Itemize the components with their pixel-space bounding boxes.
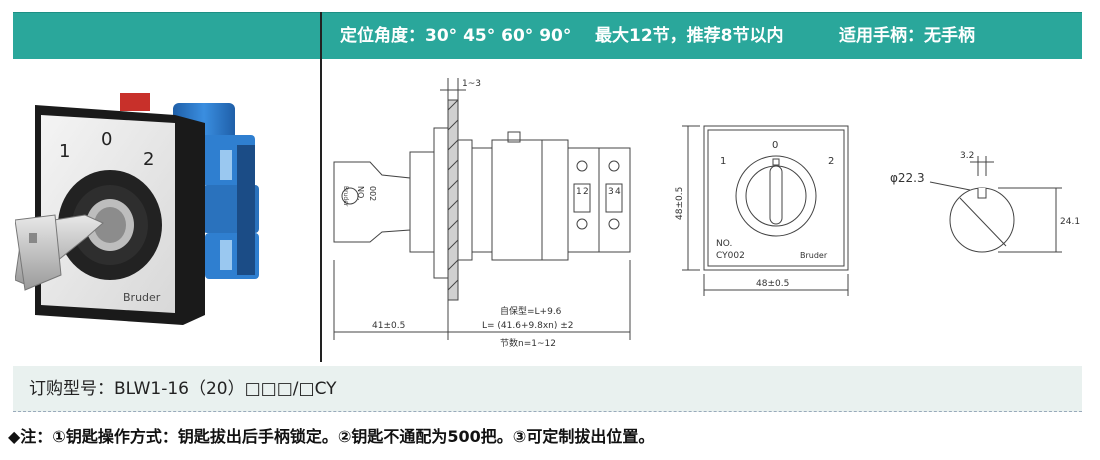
sections-spec: 最大12节，推荐8节以内 xyxy=(595,26,784,46)
front-width-dimension: 48±0.5 xyxy=(756,279,789,289)
front-view-face xyxy=(707,129,845,267)
header-bar: 定位角度：30° 45° 60° 90° 最大12节，推荐8节以内 适用手柄：无… xyxy=(13,12,1082,59)
front-label-2: 2 xyxy=(828,156,834,167)
mounting-panel xyxy=(447,99,459,301)
dimension-l96: 自保型=L+9.6 xyxy=(500,305,562,317)
front-view-knob xyxy=(735,155,817,237)
terminal-label-2: 2 xyxy=(583,187,589,197)
terminal-label-1: 1 xyxy=(576,187,582,197)
order-model: 订购型号：BLW1-16（20）□□□/□CY xyxy=(29,379,337,399)
position-label-0: 0 xyxy=(101,129,112,150)
cutout-height: 24.1 xyxy=(1060,217,1080,227)
terminal-label-3: 3 xyxy=(608,187,614,197)
front-height-dimension: 48±0.5 xyxy=(675,187,685,220)
cutout-diameter: φ22.3 xyxy=(890,171,925,185)
front-label-0: 0 xyxy=(772,140,778,151)
photo-brand: Bruder xyxy=(123,291,161,304)
dimension-l: L= (41.6+9.8xn) ±2 xyxy=(482,321,574,331)
terminal-label-4: 4 xyxy=(615,187,621,197)
cutout-notch: 3.2 xyxy=(960,151,974,161)
key-no: NO. xyxy=(356,186,365,201)
gap-dimension: 1~3 xyxy=(462,79,481,89)
dimension-41: 41±0.5 xyxy=(372,321,405,331)
key-code: 002 xyxy=(368,186,377,201)
key-icon xyxy=(15,214,104,291)
position-label-2: 2 xyxy=(143,149,154,170)
side-key xyxy=(333,161,411,243)
red-lever xyxy=(120,93,150,111)
angle-spec: 定位角度：30° 45° 60° 90° xyxy=(340,26,572,46)
handle-spec: 适用手柄：无手柄 xyxy=(839,26,975,46)
dimension-n: 节数n=1~12 xyxy=(500,337,556,349)
front-label-1: 1 xyxy=(720,156,726,167)
front-code: CY002 xyxy=(716,251,745,261)
front-no: NO. xyxy=(716,239,732,249)
technical-drawing: 1~3 NO. 002 Bruder 1 2 3 4 41±0.5 自保型=L+… xyxy=(333,78,1080,349)
position-label-1: 1 xyxy=(59,141,70,162)
order-bar: 订购型号：BLW1-16（20）□□□/□CY xyxy=(13,366,1082,412)
front-brand: Bruder xyxy=(800,251,828,260)
product-photo: 1 0 2 Bruder xyxy=(15,93,259,325)
key-brand: Bruder xyxy=(342,186,349,207)
note-text: ◆注：①钥匙操作方式：钥匙拔出后手柄锁定。②钥匙不通配为500把。③可定制拔出位… xyxy=(8,427,655,446)
vertical-divider xyxy=(320,12,322,362)
